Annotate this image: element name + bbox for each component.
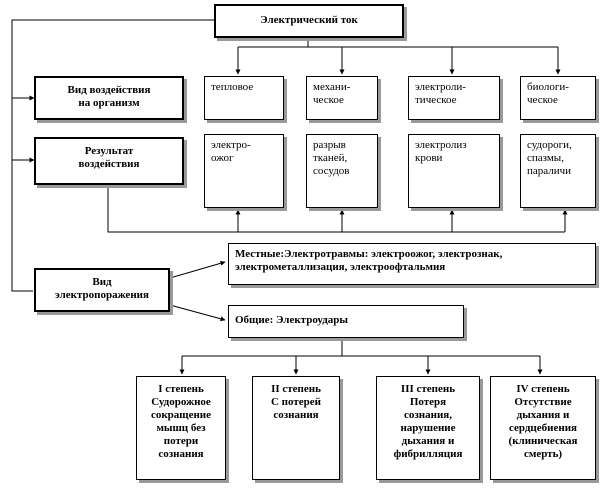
degree-title: II степень bbox=[271, 383, 321, 395]
effect-result-text: разрыв тканей, сосудов bbox=[313, 139, 350, 177]
degree-4-node: IV степень Отсутствие дыхания и сердцеби… bbox=[490, 376, 596, 480]
arrow-to-local bbox=[169, 260, 226, 279]
effect-result-text: судороги, спазмы, параличи bbox=[527, 139, 572, 177]
degree-title: III степень bbox=[400, 383, 456, 395]
effect-result-thermal: электро- ожог bbox=[204, 134, 284, 208]
effect-result-text: электро- ожог bbox=[211, 139, 251, 164]
lesion-type-label: Вид электропоражения bbox=[55, 276, 149, 301]
local-lesions-node: Местные:Электротравмы: электроожог, элек… bbox=[228, 243, 596, 285]
effect-type-text: тепловое bbox=[211, 81, 254, 93]
effect-type-text: биологи- ческое bbox=[527, 81, 569, 106]
degree-1-node: I степень Судорожное сокращение мышц без… bbox=[136, 376, 226, 480]
effect-type-label: Вид воздействия на организм bbox=[67, 84, 151, 109]
arrow-to-general bbox=[169, 304, 226, 322]
effect-result-label: Результат воздействия bbox=[78, 145, 140, 170]
effect-type-thermal: тепловое bbox=[204, 76, 284, 120]
effect-result-text: электролиз крови bbox=[415, 139, 467, 164]
root-node: Электрический ток bbox=[214, 4, 404, 38]
degree-title: IV степень bbox=[516, 383, 570, 395]
degree-description: Судорожное сокращение мышц без потери со… bbox=[150, 396, 212, 460]
degree-title: I степень bbox=[158, 383, 204, 395]
effect-result-node: Результат воздействия bbox=[34, 137, 184, 185]
effect-type-node: Вид воздействия на организм bbox=[34, 76, 184, 120]
degree-description: Потеря сознания, нарушение дыхания и фиб… bbox=[393, 396, 463, 460]
general-lesions-text: Общие: Электроудары bbox=[235, 314, 348, 326]
general-lesions-node: Общие: Электроудары bbox=[228, 305, 464, 338]
degree-description: Отсутствие дыхания и сердцебиения (клини… bbox=[508, 396, 578, 460]
effect-result-biological: судороги, спазмы, параличи bbox=[520, 134, 596, 208]
degree-3-node: III степень Потеря сознания, нарушение д… bbox=[376, 376, 480, 480]
root-label: Электрический ток bbox=[260, 14, 358, 26]
effect-type-electrolytic: электроли- тическое bbox=[408, 76, 500, 120]
effect-result-mechanical: разрыв тканей, сосудов bbox=[306, 134, 378, 208]
effect-type-text: механи- ческое bbox=[313, 81, 351, 106]
degree-description: С потерей сознания bbox=[270, 396, 321, 421]
degree-2-node: II степень С потерей сознания bbox=[252, 376, 340, 480]
local-lesions-text: Местные:Электротравмы: электроожог, элек… bbox=[235, 248, 503, 273]
lesion-type-node: Вид электропоражения bbox=[34, 268, 170, 312]
effect-result-electrolytic: электролиз крови bbox=[408, 134, 500, 208]
effect-type-text: электроли- тическое bbox=[415, 81, 466, 106]
effect-type-mechanical: механи- ческое bbox=[306, 76, 378, 120]
effect-type-biological: биологи- ческое bbox=[520, 76, 596, 120]
